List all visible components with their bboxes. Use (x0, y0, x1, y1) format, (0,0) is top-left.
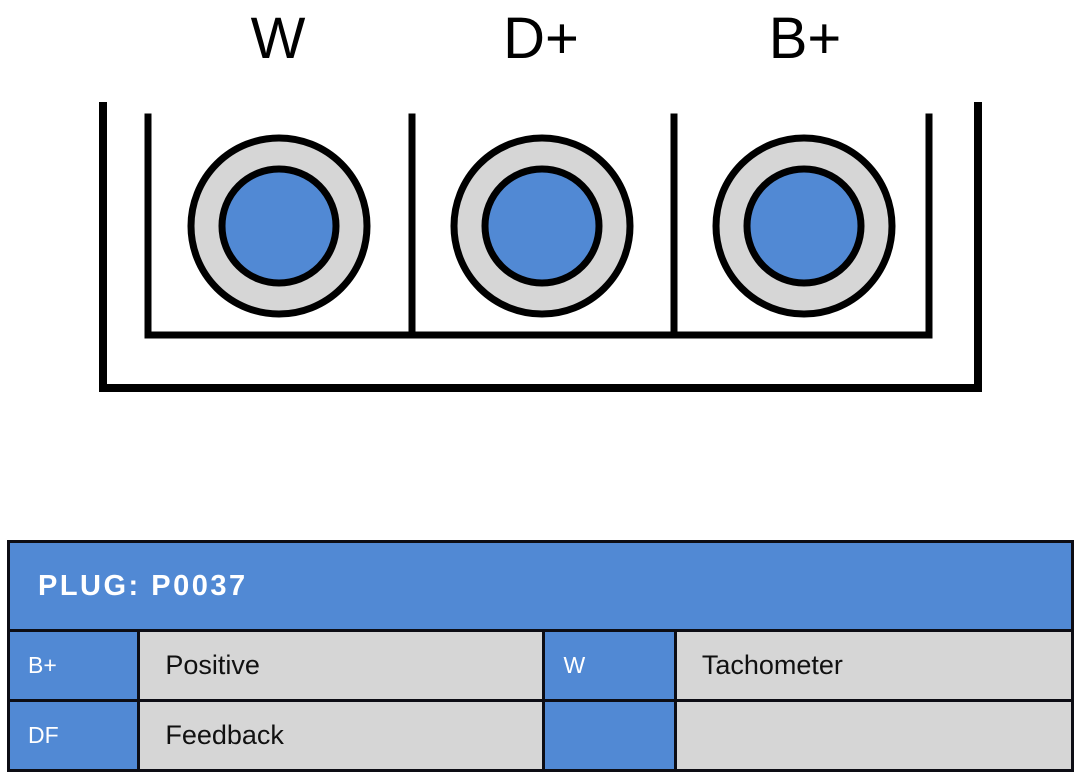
pin-label-d-plus: D+ (503, 6, 579, 71)
pin-desc-positive: Positive (137, 629, 546, 702)
table-row: B+ Positive W Tachometer (6, 629, 1075, 702)
pin-key-df: DF (6, 699, 141, 772)
connector-inner-housing (144, 113, 933, 339)
pin-label-b-plus: B+ (769, 6, 842, 71)
pin-desc-feedback: Feedback (137, 699, 546, 772)
plug-title: PLUG: P0037 (7, 540, 1074, 632)
table-header-row: PLUG: P0037 (7, 540, 1074, 632)
pin-desc-empty (673, 699, 1075, 772)
pin-terminal-d-plus (450, 134, 634, 318)
connector-outer-shell (99, 102, 982, 392)
pin-key-b-plus: B+ (6, 629, 141, 702)
pin-desc-tachometer: Tachometer (673, 629, 1075, 702)
pin-label-w: W (251, 6, 306, 71)
connector-diagram: W D+ B+ (99, 6, 982, 392)
pinout-table: PLUG: P0037 B+ Positive W Tachometer DF … (6, 540, 1075, 772)
table-row: DF Feedback (6, 699, 1075, 772)
pin-key-empty (542, 699, 677, 772)
pin-terminal-b-plus (712, 134, 896, 318)
pin-terminal-w (187, 134, 371, 318)
pin-key-w: W (542, 629, 677, 702)
